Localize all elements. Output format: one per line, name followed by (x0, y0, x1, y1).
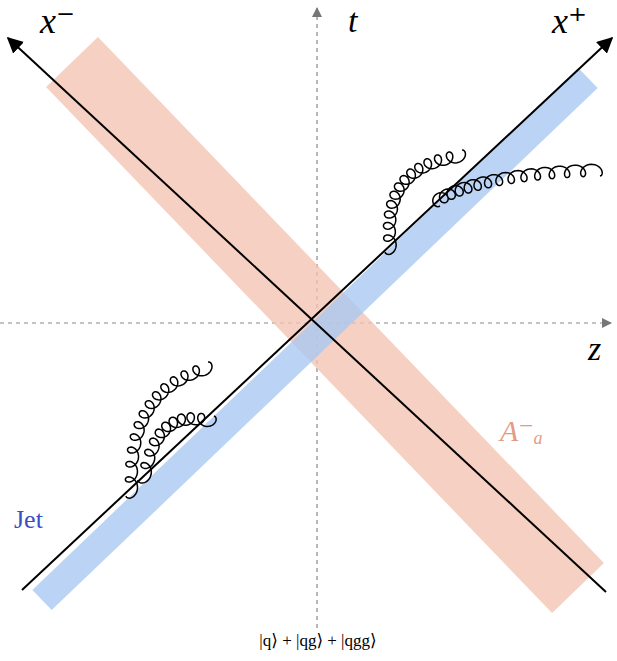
axis-label: t (348, 2, 357, 39)
gluon-line (383, 150, 465, 254)
gluon-line (138, 413, 216, 483)
field-label: A⁻ₐ (500, 414, 543, 447)
x-plus-axis (22, 38, 612, 590)
gluon-line (433, 164, 602, 206)
gluon-line (125, 362, 212, 498)
axis-label: x⁻ (40, 2, 75, 42)
x-minus-axis (8, 38, 606, 592)
jet-band (32, 68, 597, 610)
axis-label: z (588, 330, 601, 367)
state-label: |q⟩ + |qg⟩ + |qgg⟩ (259, 632, 376, 651)
axis-label: x⁺ (552, 2, 587, 42)
jet-label: Jet (14, 506, 43, 535)
